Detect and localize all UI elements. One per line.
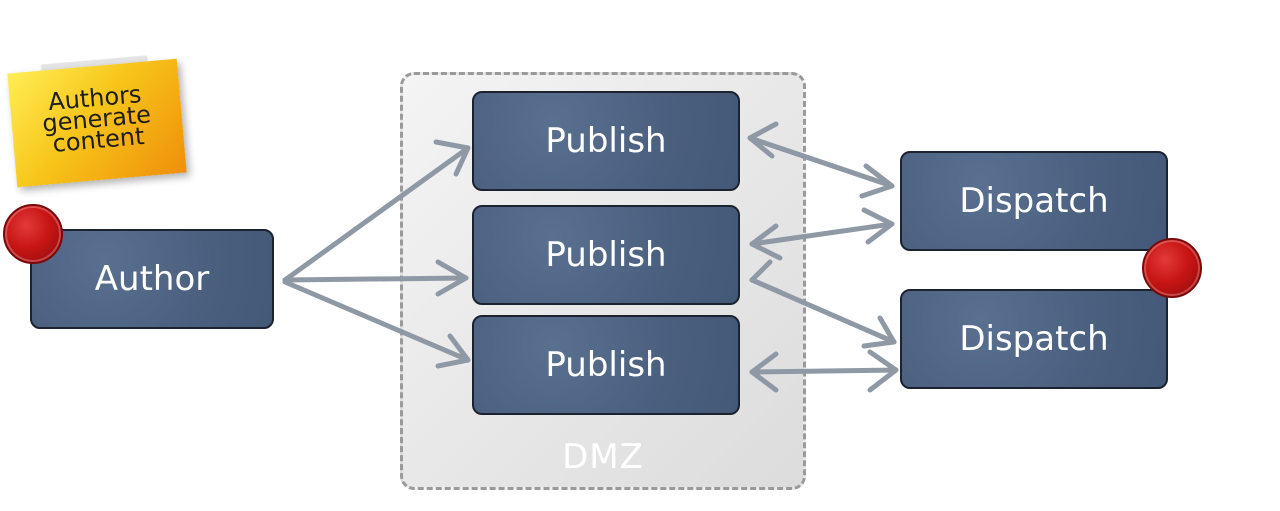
author-node-label: Author xyxy=(94,259,210,299)
author-node: Author xyxy=(30,229,274,329)
dispatch-node-1-label: Dispatch xyxy=(959,181,1109,221)
publish-node-3-label: Publish xyxy=(545,345,667,385)
dmz-label: DMZ xyxy=(562,437,644,477)
publish-node-3: Publish xyxy=(472,315,740,415)
sticky-note-text: Authors generate content xyxy=(41,80,153,158)
publish-node-2: Publish xyxy=(472,205,740,305)
arrow-publish-2-dispatch-1 xyxy=(749,207,895,261)
author-indicator-dot xyxy=(3,204,63,264)
dispatch-node-2-label: Dispatch xyxy=(959,319,1109,359)
publish-node-1: Publish xyxy=(472,91,740,191)
arrow-publish-3-dispatch-2 xyxy=(749,349,899,393)
dispatch-node-2: Dispatch xyxy=(900,289,1168,389)
publish-node-2-label: Publish xyxy=(545,235,667,275)
arrow-author-publish-3 xyxy=(282,279,471,369)
arrow-publish-2-dispatch-2 xyxy=(749,259,897,349)
dispatch-indicator-dot xyxy=(1142,238,1202,298)
arrow-author-publish-2 xyxy=(282,259,469,297)
dispatch-node-1: Dispatch xyxy=(900,151,1168,251)
sticky-note: Authors generate content xyxy=(7,58,187,188)
publish-node-1-label: Publish xyxy=(545,121,667,161)
arrow-author-publish-1 xyxy=(282,139,471,283)
arrow-publish-1-dispatch-1 xyxy=(747,121,895,199)
